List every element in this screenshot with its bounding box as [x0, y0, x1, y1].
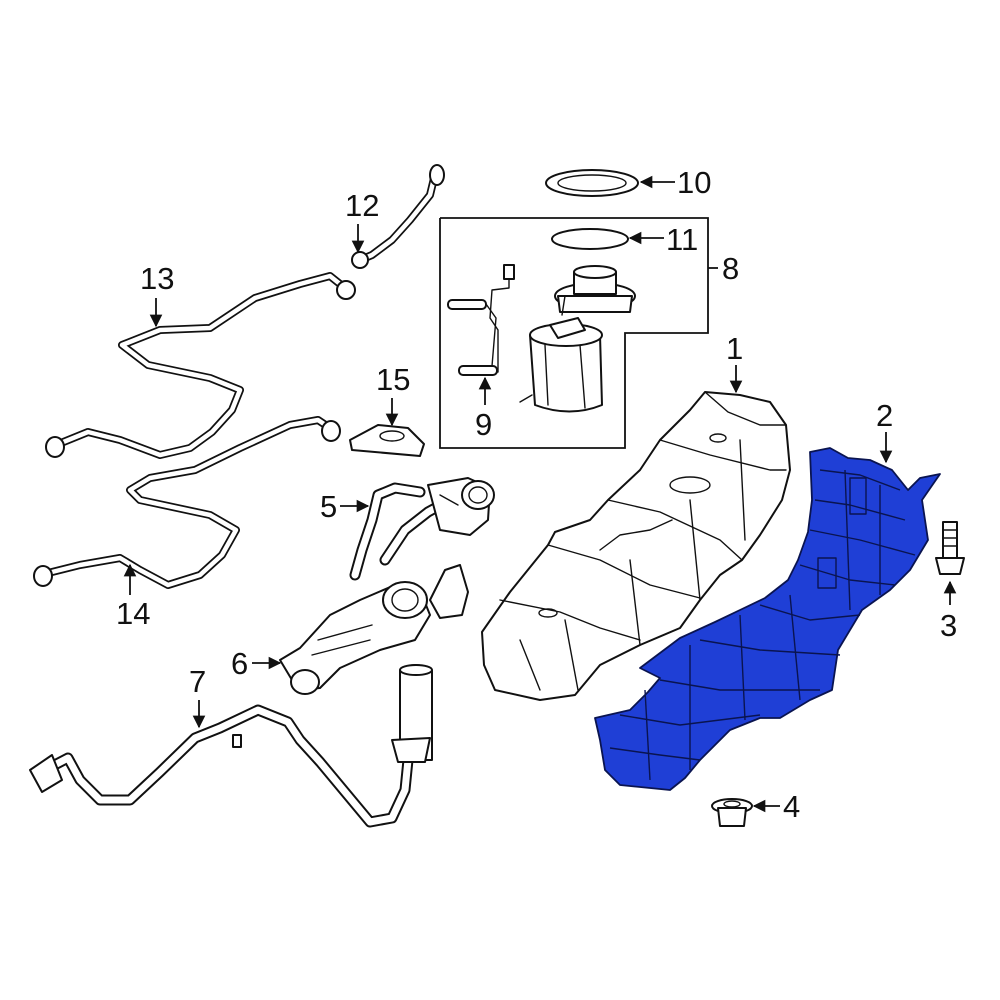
callout-10: 10	[677, 165, 712, 200]
part-1-fuel-tank[interactable]	[481, 391, 791, 701]
callout-4: 4	[783, 789, 801, 824]
callout-1: 1	[726, 331, 744, 366]
part-4-nut[interactable]	[711, 798, 753, 827]
part-7-vapor-line[interactable]	[29, 664, 433, 828]
callout-12: 12	[345, 188, 380, 223]
callout-11: 11	[666, 222, 699, 257]
callout-5: 5	[320, 489, 338, 524]
part-11-seal[interactable]	[551, 228, 629, 250]
part-15-bracket[interactable]	[349, 424, 425, 457]
part-13-fuel-line[interactable]	[45, 272, 356, 459]
part-6-filler-housing[interactable]	[279, 564, 469, 695]
pump-module-group-box	[439, 217, 718, 449]
part-8-fuel-pump-module[interactable]	[489, 264, 636, 413]
part-3-bolt[interactable]	[935, 521, 965, 575]
callout-3: 3	[940, 608, 958, 643]
callout-15: 15	[376, 362, 411, 397]
callout-6: 6	[231, 646, 249, 681]
callout-7: 7	[189, 664, 207, 699]
callout-2: 2	[876, 398, 894, 433]
part-2-fuel-tank-shield[interactable]	[594, 447, 941, 791]
callout-14: 14	[116, 596, 151, 631]
part-9-level-sender[interactable]	[447, 299, 498, 376]
leader-lines	[123, 175, 957, 813]
callout-9: 9	[475, 407, 493, 442]
part-10-lock-ring[interactable]	[545, 169, 639, 197]
callout-8: 8	[722, 251, 740, 286]
part-5-filler-hose[interactable]	[349, 477, 495, 581]
callout-13: 13	[140, 261, 175, 296]
